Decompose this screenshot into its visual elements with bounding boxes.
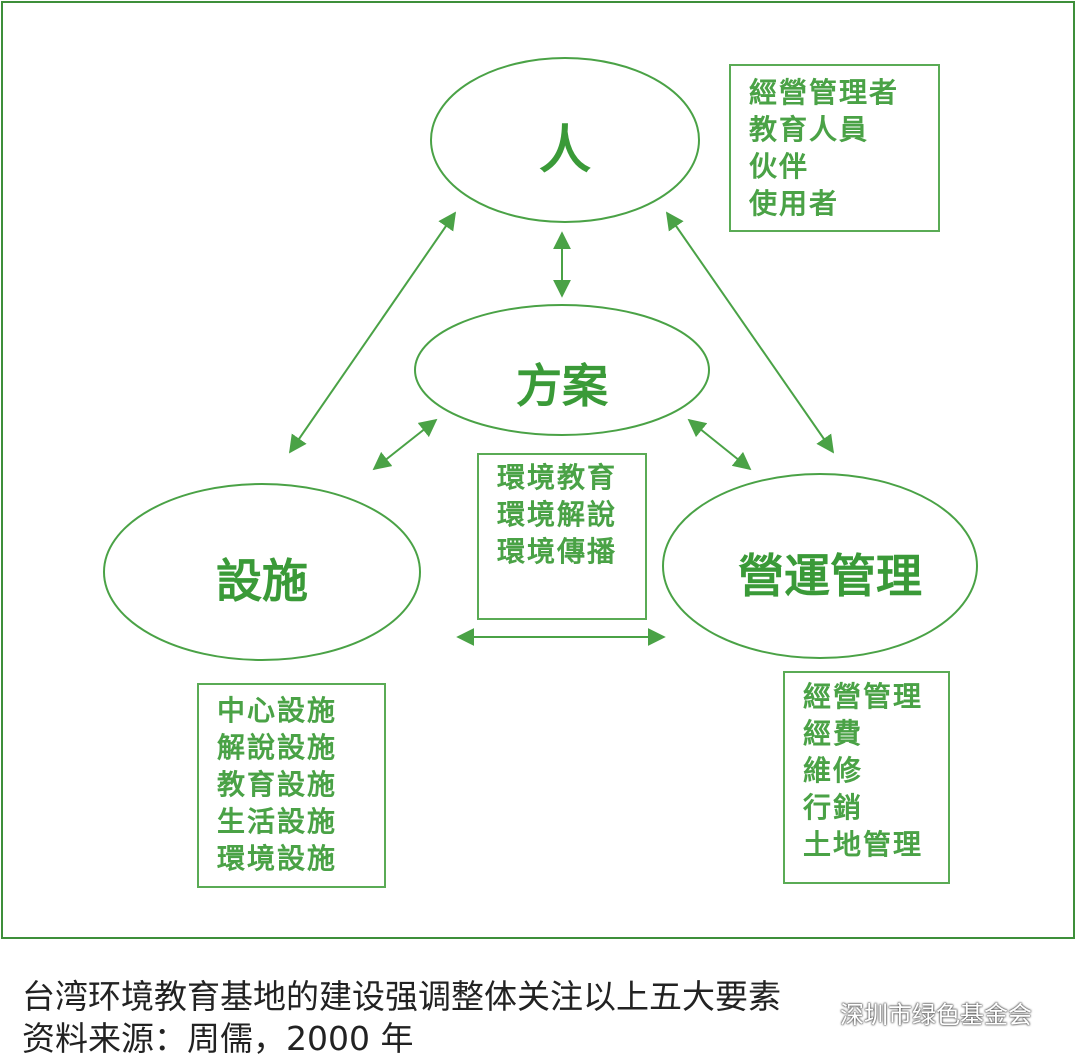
list-item: 經費 [803,717,864,750]
diagram-frame [1,1,1075,939]
person-detail-list: 經營管理者 教育人員 伙伴 使用者 [749,74,938,222]
watermark: 深圳市绿色基金会 [800,995,1032,1030]
list-item: 土地管理 [803,828,924,861]
list-item: 中心設施 [217,694,338,727]
caption-line-1: 台湾环境教育基地的建设强调整体关注以上五大要素 [22,977,781,1016]
list-item: 教育人員 [749,113,870,146]
operations-detail-box: 經營管理 經費 維修 行銷 土地管理 [783,671,950,884]
program-node-label: 方案 [516,359,608,413]
person-ellipse [430,57,700,223]
list-item: 解說設施 [217,731,338,764]
operations-detail-list: 經營管理 經費 維修 行銷 土地管理 [803,678,948,863]
list-item: 環境教育 [497,461,618,494]
list-item: 使用者 [749,187,840,220]
list-item: 經營管理 [803,680,924,713]
operations-node-label: 營運管理 [738,549,922,603]
list-item: 生活設施 [217,805,338,838]
wechat-icon [800,999,833,1025]
arrow-program-facility [372,418,438,471]
list-item: 教育設施 [217,768,338,801]
arrow-person-operations [665,211,835,454]
person-detail-box: 經營管理者 教育人員 伙伴 使用者 [729,64,940,232]
caption-line-2: 资料来源：周儒，2000 年 [22,1019,414,1058]
facility-ellipse [103,483,421,661]
list-item: 環境傳播 [497,535,618,568]
list-item: 行銷 [803,791,864,824]
list-item: 環境設施 [217,842,338,875]
arrow-program-operations [687,418,752,471]
program-detail-box: 環境教育 環境解說 環境傳播 [477,453,647,620]
list-item: 經營管理者 [749,76,900,109]
facility-detail-list: 中心設施 解說設施 教育設施 生活設施 環境設施 [217,692,384,877]
list-item: 伙伴 [749,150,810,183]
facility-detail-box: 中心設施 解說設施 教育設施 生活設施 環境設施 [197,683,386,888]
facility-node-label: 設施 [216,554,308,608]
program-detail-list: 環境教育 環境解說 環境傳播 [497,459,645,570]
list-item: 環境解說 [497,498,618,531]
arrow-person-facility [288,211,457,454]
operations-ellipse [662,473,978,659]
list-item: 維修 [803,754,864,787]
watermark-text: 深圳市绿色基金会 [840,1001,1032,1029]
person-node-label: 人 [538,121,591,181]
